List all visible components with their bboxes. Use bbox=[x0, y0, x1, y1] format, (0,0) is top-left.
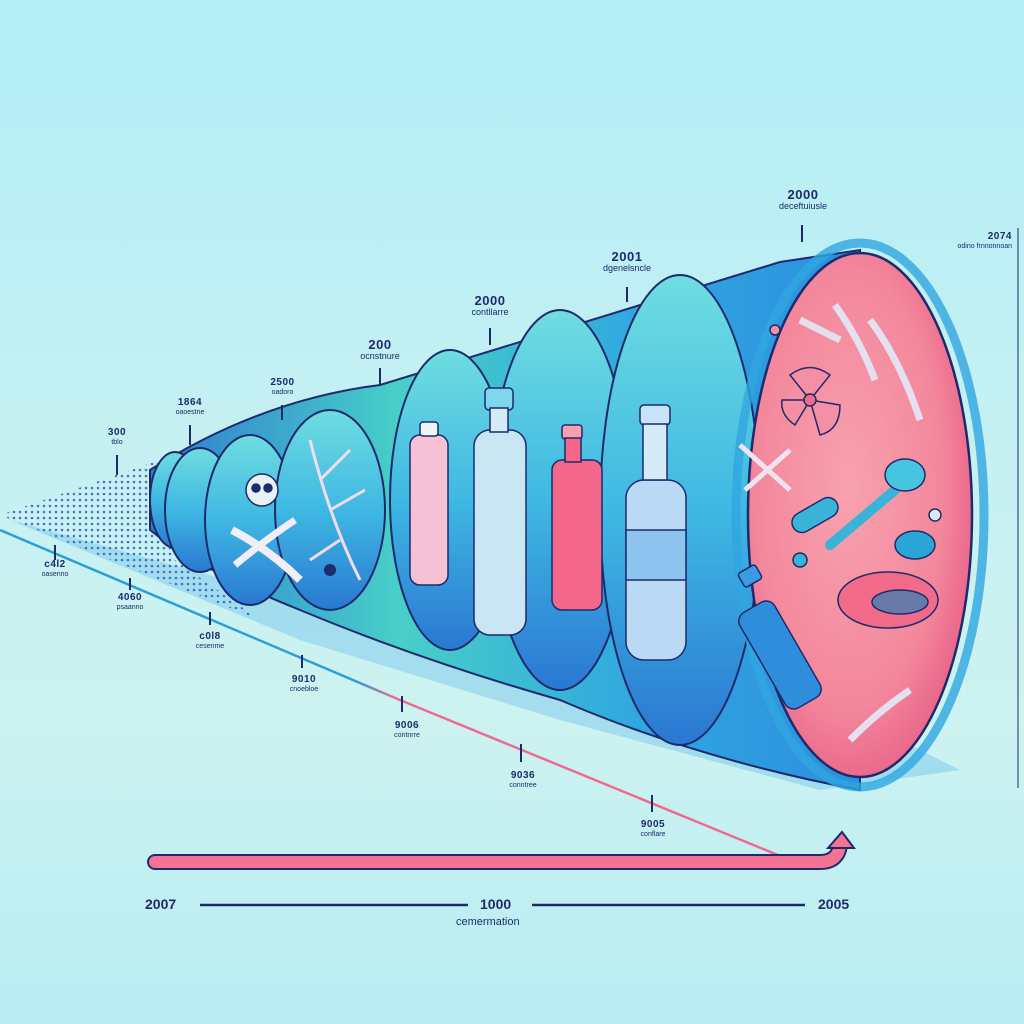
sponge-pores bbox=[871, 589, 929, 615]
top-label-year: 2074 bbox=[987, 231, 1012, 242]
top-label-caption: deceftuiusle bbox=[778, 200, 828, 211]
top-label-8: 2074 odino frnnonnoan bbox=[940, 231, 1013, 250]
top-label-year: 2000 bbox=[474, 293, 506, 308]
bottom-label-2: 4060 psaanno bbox=[100, 592, 160, 611]
top-label-3: 2500 oadoro bbox=[255, 377, 310, 396]
bottom-label-caption: contnrre bbox=[394, 731, 420, 739]
bottom-label-caption: conntree bbox=[509, 781, 537, 789]
cross-section-rim bbox=[731, 238, 989, 792]
top-label-caption: tblo bbox=[111, 438, 123, 446]
top-label-caption: odino frnnonnoan bbox=[957, 242, 1013, 250]
capsule-fragment bbox=[791, 496, 839, 534]
blob-fragment bbox=[894, 530, 936, 560]
bottom-label-year: 9010 bbox=[291, 674, 317, 685]
top-label-2: 1864 oaoestne bbox=[160, 397, 220, 416]
top-label-year: 300 bbox=[107, 427, 127, 438]
bottom-label-1: c4l2 oasenno bbox=[25, 559, 85, 578]
bottom-label-caption: psaanno bbox=[116, 603, 144, 611]
axis-left-year: 2007 bbox=[145, 896, 177, 912]
streak-1 bbox=[832, 302, 879, 382]
pink-timeline-arrow-fill bbox=[149, 839, 846, 868]
top-label-caption: oaoestne bbox=[175, 408, 205, 416]
top-label-caption: contllarre bbox=[471, 306, 509, 317]
bottom-label-5: 9006 contnrre bbox=[372, 720, 442, 739]
bottom-label-7: 9005 conflare bbox=[618, 819, 688, 838]
bottom-label-4: 9010 cnoebloe bbox=[272, 674, 336, 693]
bottom-label-3: c0l8 cesenme bbox=[178, 631, 242, 650]
top-label-year: 1864 bbox=[177, 397, 203, 408]
crushed-bottle-pink bbox=[409, 421, 449, 586]
bottom-label-caption: oasenno bbox=[41, 570, 69, 578]
axis-right-year: 2005 bbox=[818, 896, 850, 912]
diagonal-timeline bbox=[0, 528, 791, 862]
top-label-6: 2001 dgenelsncle bbox=[577, 250, 677, 273]
radiation-icon bbox=[781, 366, 841, 436]
streak-4 bbox=[847, 687, 912, 743]
arrow-head-icon bbox=[825, 830, 856, 849]
microplastic-fragments bbox=[737, 302, 942, 743]
top-label-5: 2000 contllarre bbox=[448, 294, 532, 317]
bottom-label-year: 9006 bbox=[394, 720, 420, 731]
top-label-year: 2000 bbox=[787, 187, 819, 202]
top-label-1: 300 tblo bbox=[97, 427, 137, 446]
top-label-7: 2000 deceftuiusle bbox=[748, 188, 858, 211]
bottom-tick-markers bbox=[54, 545, 653, 812]
top-label-year: 200 bbox=[368, 337, 392, 352]
top-label-4: 200 ocnstnure bbox=[340, 338, 420, 361]
bottom-label-caption: conflare bbox=[640, 830, 666, 838]
bottom-label-6: 9036 conntree bbox=[488, 770, 558, 789]
flower-icon bbox=[324, 564, 336, 576]
blue-bottle-fragment bbox=[737, 564, 822, 710]
bottom-label-caption: cesenme bbox=[195, 642, 225, 650]
top-label-caption: ocnstnure bbox=[360, 350, 400, 361]
cone-dissolving-tip bbox=[0, 460, 260, 620]
bottom-label-year: 9005 bbox=[640, 819, 666, 830]
bottom-label-year: 9036 bbox=[510, 770, 536, 781]
streak-3 bbox=[798, 316, 842, 344]
clear-bottle bbox=[473, 387, 527, 636]
bottom-label-year: c0l8 bbox=[199, 631, 221, 642]
red-bottle bbox=[551, 424, 603, 611]
top-label-year: 2001 bbox=[611, 249, 643, 264]
top-tick-markers bbox=[116, 225, 803, 475]
top-label-year: 2500 bbox=[270, 377, 295, 388]
axis-center-year: 1000 bbox=[480, 896, 512, 912]
bone-fragment bbox=[738, 443, 792, 492]
top-label-caption: oadoro bbox=[271, 388, 294, 396]
streak-2 bbox=[867, 317, 924, 422]
bottom-label-caption: cnoebloe bbox=[289, 685, 319, 693]
skull-bones-icon bbox=[230, 473, 303, 583]
bottom-label-year: 4060 bbox=[117, 592, 143, 603]
bottom-label-year: c4l2 bbox=[44, 559, 66, 570]
spoon-fragment bbox=[825, 458, 926, 550]
top-label-caption: dgenelsncle bbox=[602, 262, 652, 273]
branch-icon bbox=[308, 439, 366, 581]
axis-center-caption: cemermation bbox=[456, 916, 520, 928]
water-bottle bbox=[625, 404, 687, 661]
